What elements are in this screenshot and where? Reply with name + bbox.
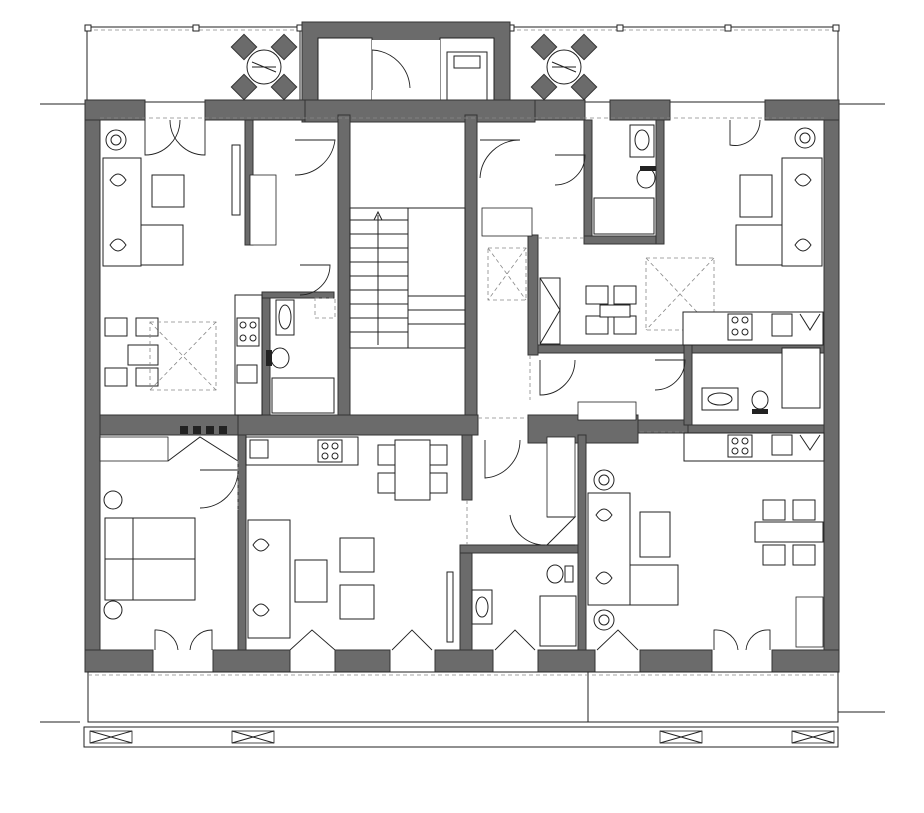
marker-squares bbox=[180, 426, 227, 434]
balcony-table-right bbox=[530, 33, 598, 101]
apartment-bottom-right bbox=[587, 432, 825, 648]
apartment-top-right bbox=[585, 127, 824, 346]
doors bbox=[144, 119, 771, 651]
bathroom-top-left bbox=[266, 297, 336, 414]
bathroom-top-right bbox=[593, 124, 656, 235]
services-shaft bbox=[481, 207, 561, 345]
exterior-walls bbox=[84, 99, 840, 673]
bottom-balcony bbox=[83, 671, 839, 748]
staircase bbox=[349, 207, 466, 349]
balcony-table-left bbox=[230, 33, 298, 101]
site-lines bbox=[40, 103, 885, 723]
bathroom-mid-right bbox=[701, 347, 821, 414]
apartment-top-left bbox=[102, 129, 277, 416]
bedroom-bottom-left bbox=[99, 436, 239, 620]
bathroom-bottom-middle bbox=[471, 401, 637, 647]
living-bottom-middle bbox=[245, 436, 454, 643]
openings bbox=[100, 117, 824, 545]
